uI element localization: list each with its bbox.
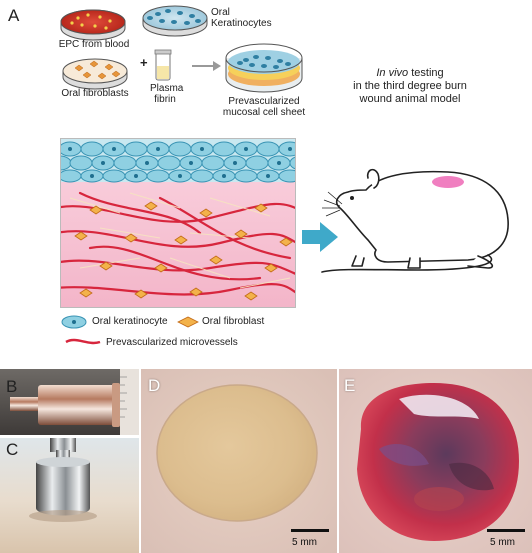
panel-e-scale-text: 5 mm — [490, 537, 515, 548]
fibroblasts — [74, 201, 293, 301]
legend-keratinocyte-label: Oral keratinocyte — [92, 316, 168, 327]
epc-label: EPC from blood — [58, 39, 130, 50]
keratinocyte-label-line2: Keratinocytes — [211, 18, 272, 29]
fibroblast-dish-icon — [62, 58, 128, 90]
panel-c-letter: C — [6, 440, 19, 459]
fibroblast-label: Oral fibroblasts — [61, 88, 129, 99]
prevascularized-sheet-dish-icon — [225, 43, 303, 93]
microvessels — [60, 191, 296, 296]
plasma-label-line1: Plasma — [150, 83, 184, 94]
sheet-label-line2: mucosal cell sheet — [222, 107, 306, 118]
legend-fibroblast-swatch — [177, 316, 199, 328]
invivo-line3: wound animal model — [359, 93, 461, 105]
panel-e-letter: E — [344, 376, 356, 395]
panel-b-photo — [0, 369, 139, 435]
invivo-italic: In vivo — [376, 67, 409, 79]
plasma-label-line2: fibrin — [154, 94, 176, 105]
legend-fibroblast-label: Oral fibroblast — [202, 316, 265, 327]
rat-icon — [321, 168, 509, 273]
sheet-label-line1: Prevascularized — [228, 96, 300, 107]
panel-e-scalebar — [487, 529, 525, 532]
culture-dishes-illustration — [60, 5, 303, 93]
panel-d-scale-text: 5 mm — [292, 537, 317, 548]
plasma-tube-icon — [154, 49, 172, 81]
panel-a-letter: A — [8, 6, 20, 25]
legend — [61, 315, 199, 345]
keratinocyte-label-line1: Oral — [211, 7, 230, 18]
epc-dish-icon — [60, 9, 126, 41]
tissue-cross-section — [60, 138, 296, 308]
big-arrow-icon — [302, 222, 338, 252]
panel-d-photo — [141, 369, 337, 553]
panel-c-photo — [0, 438, 139, 553]
wound-patch-icon — [432, 176, 464, 188]
legend-microvessels-label: Prevascularized microvessels — [106, 337, 238, 348]
keratinocyte-dish-icon — [142, 5, 208, 37]
plus-sign: + — [140, 55, 148, 70]
legend-vessel-swatch — [65, 338, 101, 345]
panel-d-scalebar — [291, 529, 329, 532]
invivo-rest: testing — [408, 67, 444, 79]
invivo-title: In vivo testing in the third degree burn… — [330, 67, 490, 106]
panel-b-letter: B — [6, 377, 18, 396]
panel-e-photo — [339, 369, 532, 553]
panel-d-letter: D — [148, 376, 161, 395]
process-arrow-icon — [192, 61, 221, 71]
invivo-line2: in the third degree burn — [353, 80, 467, 92]
